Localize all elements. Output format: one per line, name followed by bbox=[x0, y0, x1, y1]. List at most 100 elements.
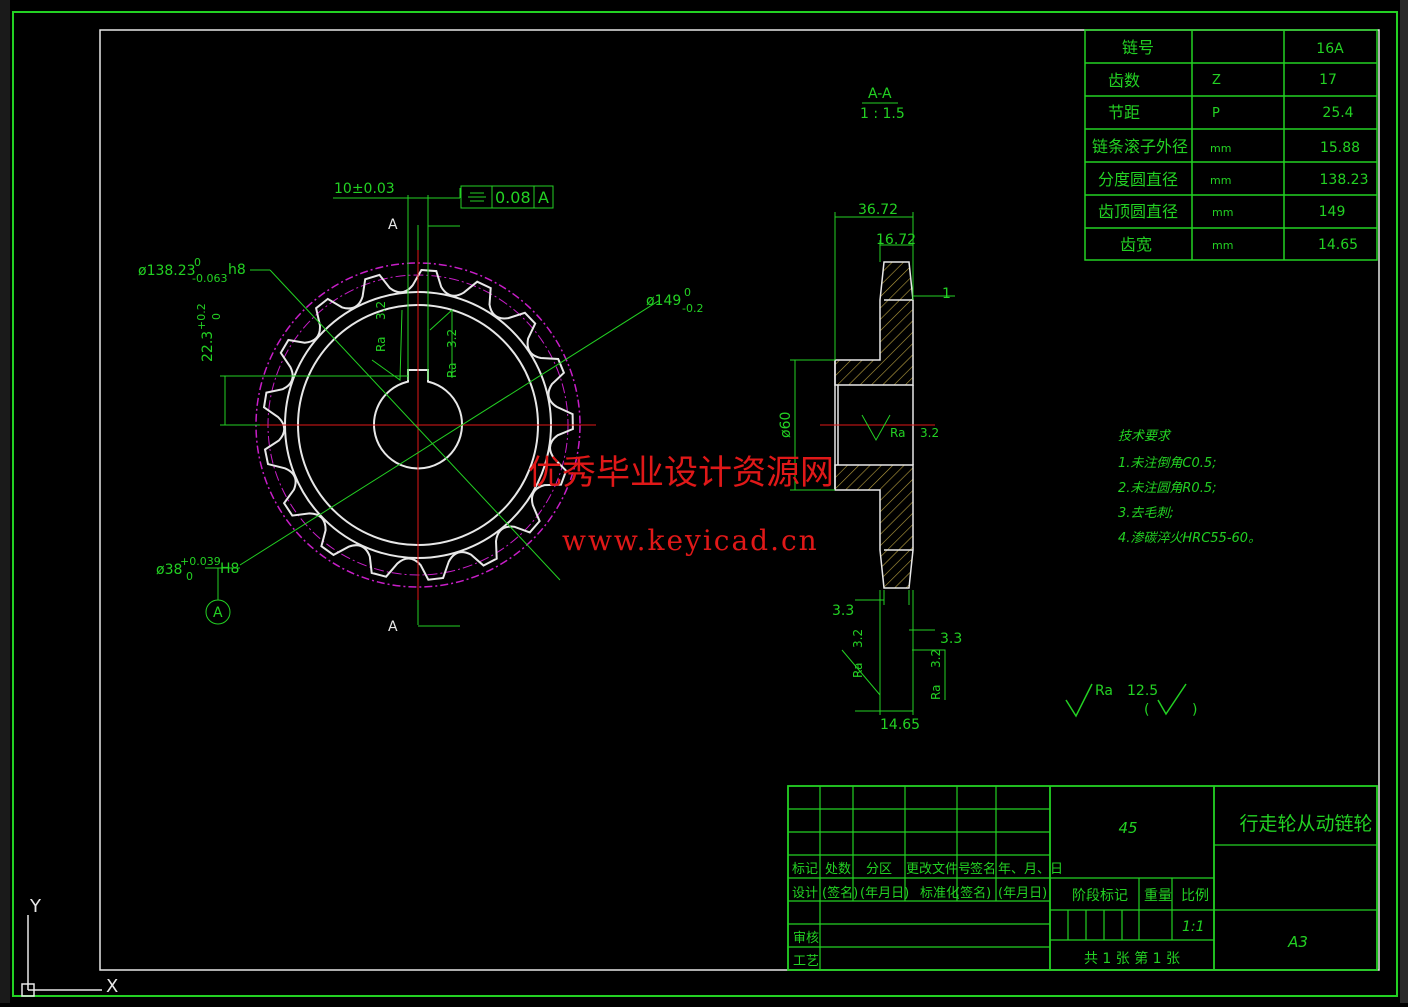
part-name: 行走轮从动链轮 bbox=[1239, 813, 1372, 835]
tooth-width-dim: 14.65 bbox=[880, 717, 920, 733]
tb-ratio-label: 比例 bbox=[1181, 888, 1209, 904]
param-rows: 链号 16A 齿数 Z 17 节距 P 25.4 链条滚子外径 mm 15.88… bbox=[1092, 38, 1369, 254]
tb-header-count: 处数 bbox=[825, 862, 851, 877]
tb-review: 审核 bbox=[793, 931, 819, 946]
tooth-length-dim: 16.72 bbox=[876, 232, 916, 248]
hub-dia-dim: ø60 bbox=[778, 412, 794, 438]
tb-header-change-doc: 更改文件号 bbox=[906, 862, 971, 877]
key-dev-up: +0.2 bbox=[195, 303, 208, 330]
ra-value-right: 3.2 bbox=[445, 329, 459, 348]
section-ra-value: 3.2 bbox=[920, 426, 939, 440]
section-view bbox=[820, 261, 935, 589]
front-view-dimensions bbox=[205, 185, 661, 627]
tb-header-mark: 标记 bbox=[792, 862, 818, 877]
tb-ratio: 1:1 bbox=[1182, 919, 1205, 935]
ra-label-left: Ra bbox=[374, 337, 388, 352]
param-name: 节距 bbox=[1108, 103, 1140, 122]
tb-process: 工艺 bbox=[793, 954, 819, 969]
tech-item: 1.未注倒角C0.5; bbox=[1118, 456, 1217, 471]
param-symbol: mm bbox=[1212, 206, 1233, 219]
general-ra-paren-close: ) bbox=[1192, 702, 1197, 718]
tb-standard-date: (年月日) bbox=[998, 886, 1047, 901]
bore-fit: H8 bbox=[220, 561, 239, 577]
section-dimensions bbox=[790, 212, 955, 715]
hub-length-dim: 36.72 bbox=[858, 202, 898, 218]
general-ra-paren-open: ( bbox=[1144, 702, 1149, 718]
edge-left-dim: 3.3 bbox=[832, 603, 854, 619]
cut-label-bottom: A bbox=[388, 619, 398, 635]
general-roughness-symbol bbox=[1065, 683, 1187, 718]
param-symbol: mm bbox=[1210, 174, 1231, 187]
tb-weight: 重量 bbox=[1144, 888, 1172, 904]
tech-item: 4.渗碳淬火HRC55-60。 bbox=[1118, 531, 1261, 546]
param-name: 分度圆直径 bbox=[1098, 170, 1178, 189]
param-name: 齿数 bbox=[1108, 71, 1140, 90]
key-depth-dim: 22.3 bbox=[200, 331, 216, 362]
section-title: A-A bbox=[868, 86, 892, 102]
param-value: 25.4 bbox=[1322, 105, 1353, 121]
tolerance-value: 0.08 bbox=[495, 188, 531, 207]
watermark-cn: 优秀毕业设计资源网 bbox=[528, 453, 834, 493]
tb-standard-sign: (签名) bbox=[955, 885, 991, 901]
right-window-edge bbox=[1400, 0, 1408, 1003]
bore-with-keyway bbox=[373, 369, 463, 470]
tech-item: 3.去毛刺; bbox=[1118, 506, 1174, 521]
tb-design-date: (年月日) bbox=[860, 886, 909, 901]
tb-header-sign: 签名 bbox=[970, 861, 996, 877]
watermark-url: www.keyicad.cn bbox=[562, 524, 819, 557]
bore-dia-dim: ø38 bbox=[156, 562, 182, 578]
cut-label-top: A bbox=[388, 217, 398, 233]
tb-stage-mark: 阶段标记 bbox=[1072, 888, 1128, 904]
tip-dev-low: -0.2 bbox=[682, 302, 703, 315]
section-hatch-bottom bbox=[834, 464, 914, 589]
param-symbol: P bbox=[1212, 106, 1220, 121]
root-fit: h8 bbox=[228, 262, 246, 278]
title-block-grid bbox=[787, 785, 1378, 971]
ucs-x-label: X bbox=[106, 976, 118, 997]
edge-right-dim: 3.3 bbox=[940, 631, 962, 647]
param-symbol: mm bbox=[1212, 239, 1233, 252]
tip-dia-dim: ø149 bbox=[646, 293, 681, 309]
param-symbol: Z bbox=[1212, 73, 1221, 88]
param-value: 149 bbox=[1319, 204, 1346, 220]
bottom-ra-value-left: 3.2 bbox=[851, 629, 865, 648]
tech-title: 技术要求 bbox=[1118, 429, 1172, 444]
param-value: 16A bbox=[1316, 41, 1344, 57]
general-ra-value: 12.5 bbox=[1127, 683, 1158, 699]
bore-dev-up: +0.039 bbox=[180, 555, 221, 568]
datum-circle-label: A bbox=[213, 605, 223, 621]
ucs-icon bbox=[21, 915, 102, 997]
tb-header-zone: 分区 bbox=[866, 862, 892, 877]
root-dev-up: 0 bbox=[194, 256, 201, 269]
sprocket-front-view bbox=[242, 225, 596, 625]
title-block-text: 45 行走轮从动链轮 标记 处数 分区 更改文件号 签名 年、月、日 设计 (签… bbox=[792, 813, 1373, 969]
tb-header-date: 年、月、日 bbox=[998, 862, 1063, 877]
parameter-table bbox=[1084, 29, 1378, 261]
tech-item: 2.未注圆角R0.5; bbox=[1118, 481, 1217, 496]
tb-design-sign: (签名) bbox=[822, 885, 858, 901]
tb-paper: A3 bbox=[1287, 933, 1308, 951]
param-symbol: mm bbox=[1210, 142, 1231, 155]
outer-frame bbox=[12, 11, 1398, 997]
tolerance-datum: A bbox=[538, 188, 549, 207]
bottom-ra-label-right: Ra bbox=[929, 685, 943, 700]
section-scale: 1 : 1.5 bbox=[860, 106, 905, 122]
key-dev-low: 0 bbox=[210, 313, 223, 320]
param-value: 14.65 bbox=[1318, 237, 1358, 253]
inner-frame bbox=[99, 29, 1380, 971]
bottom-ra-value-right: 3.2 bbox=[929, 649, 943, 668]
tb-design: 设计 bbox=[792, 886, 818, 901]
ucs-y-label: Y bbox=[29, 896, 42, 917]
section-hatch-top bbox=[834, 261, 914, 386]
tech-requirements: 技术要求 1.未注倒角C0.5; 2.未注圆角R0.5; 3.去毛刺; 4.渗碳… bbox=[1118, 429, 1261, 546]
tb-standard: 标准化 bbox=[920, 886, 959, 901]
material: 45 bbox=[1118, 819, 1137, 837]
general-ra-label: Ra bbox=[1095, 683, 1113, 699]
param-name: 齿顶圆直径 bbox=[1098, 202, 1178, 221]
param-value: 138.23 bbox=[1320, 172, 1369, 188]
param-name: 链号 bbox=[1122, 38, 1154, 57]
param-name: 链条滚子外径 bbox=[1092, 137, 1188, 156]
root-dia-dim: ø138.23 bbox=[138, 263, 196, 279]
